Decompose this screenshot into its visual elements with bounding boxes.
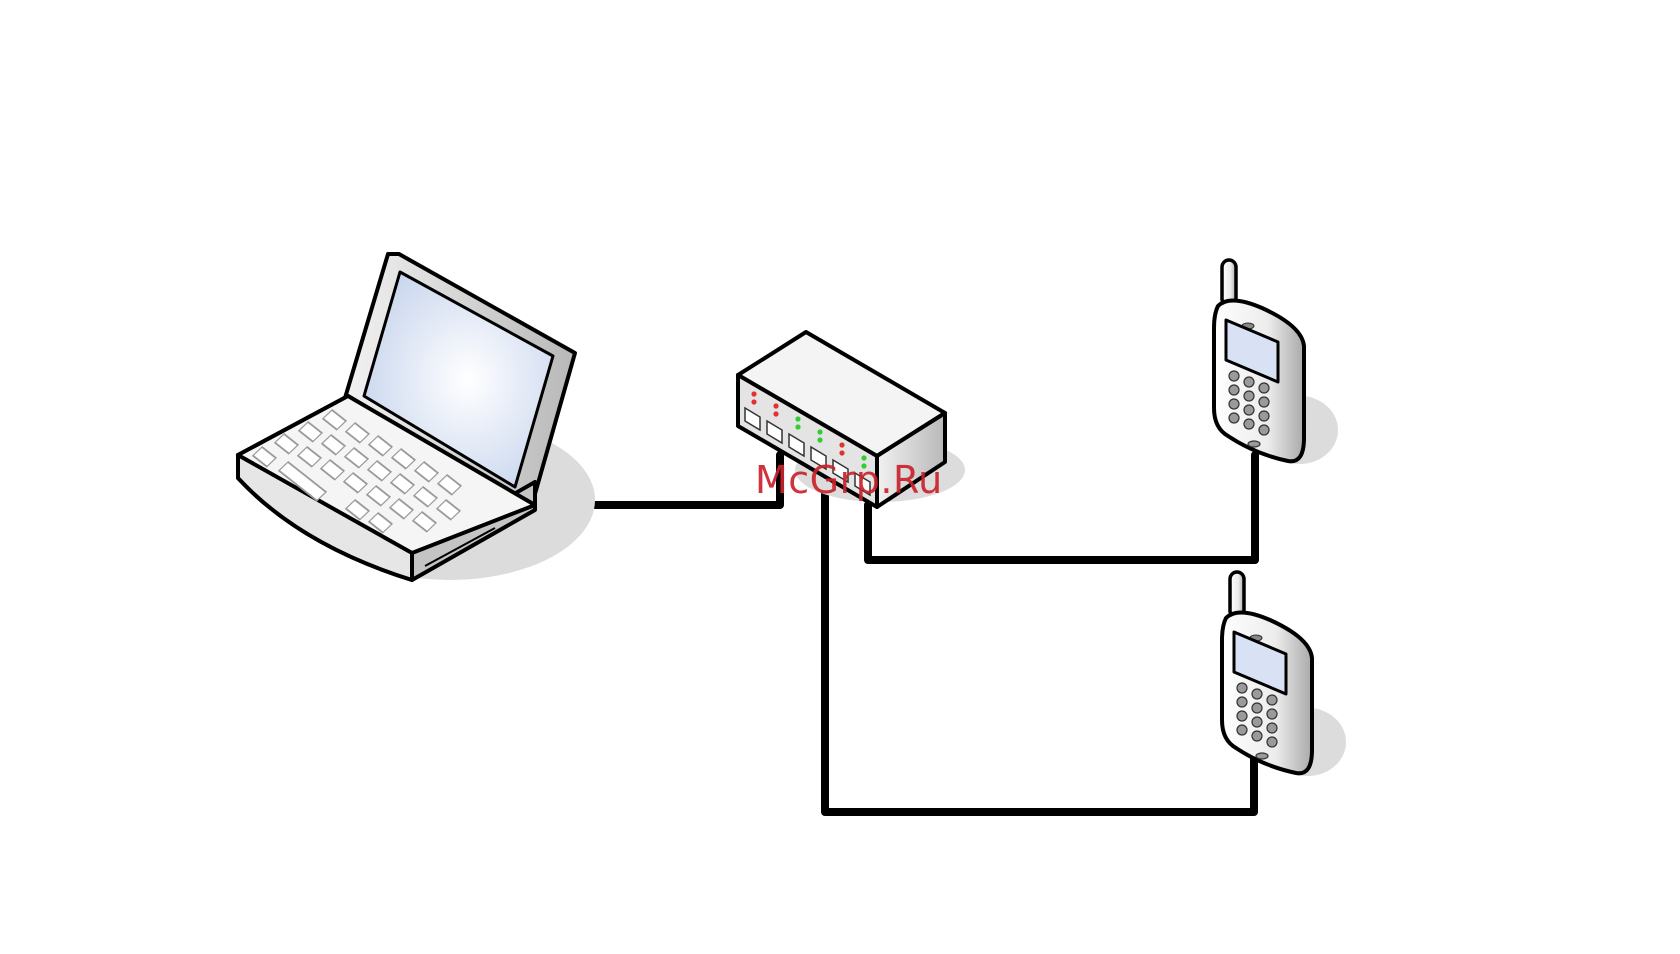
network-switch-icon	[738, 332, 965, 507]
mobile-phone-icon	[1222, 572, 1346, 776]
mobile-phone-icon	[1214, 260, 1338, 464]
cables	[530, 455, 1255, 812]
laptop-icon	[238, 254, 595, 580]
cable-switch-phone-bottom	[825, 490, 1254, 812]
